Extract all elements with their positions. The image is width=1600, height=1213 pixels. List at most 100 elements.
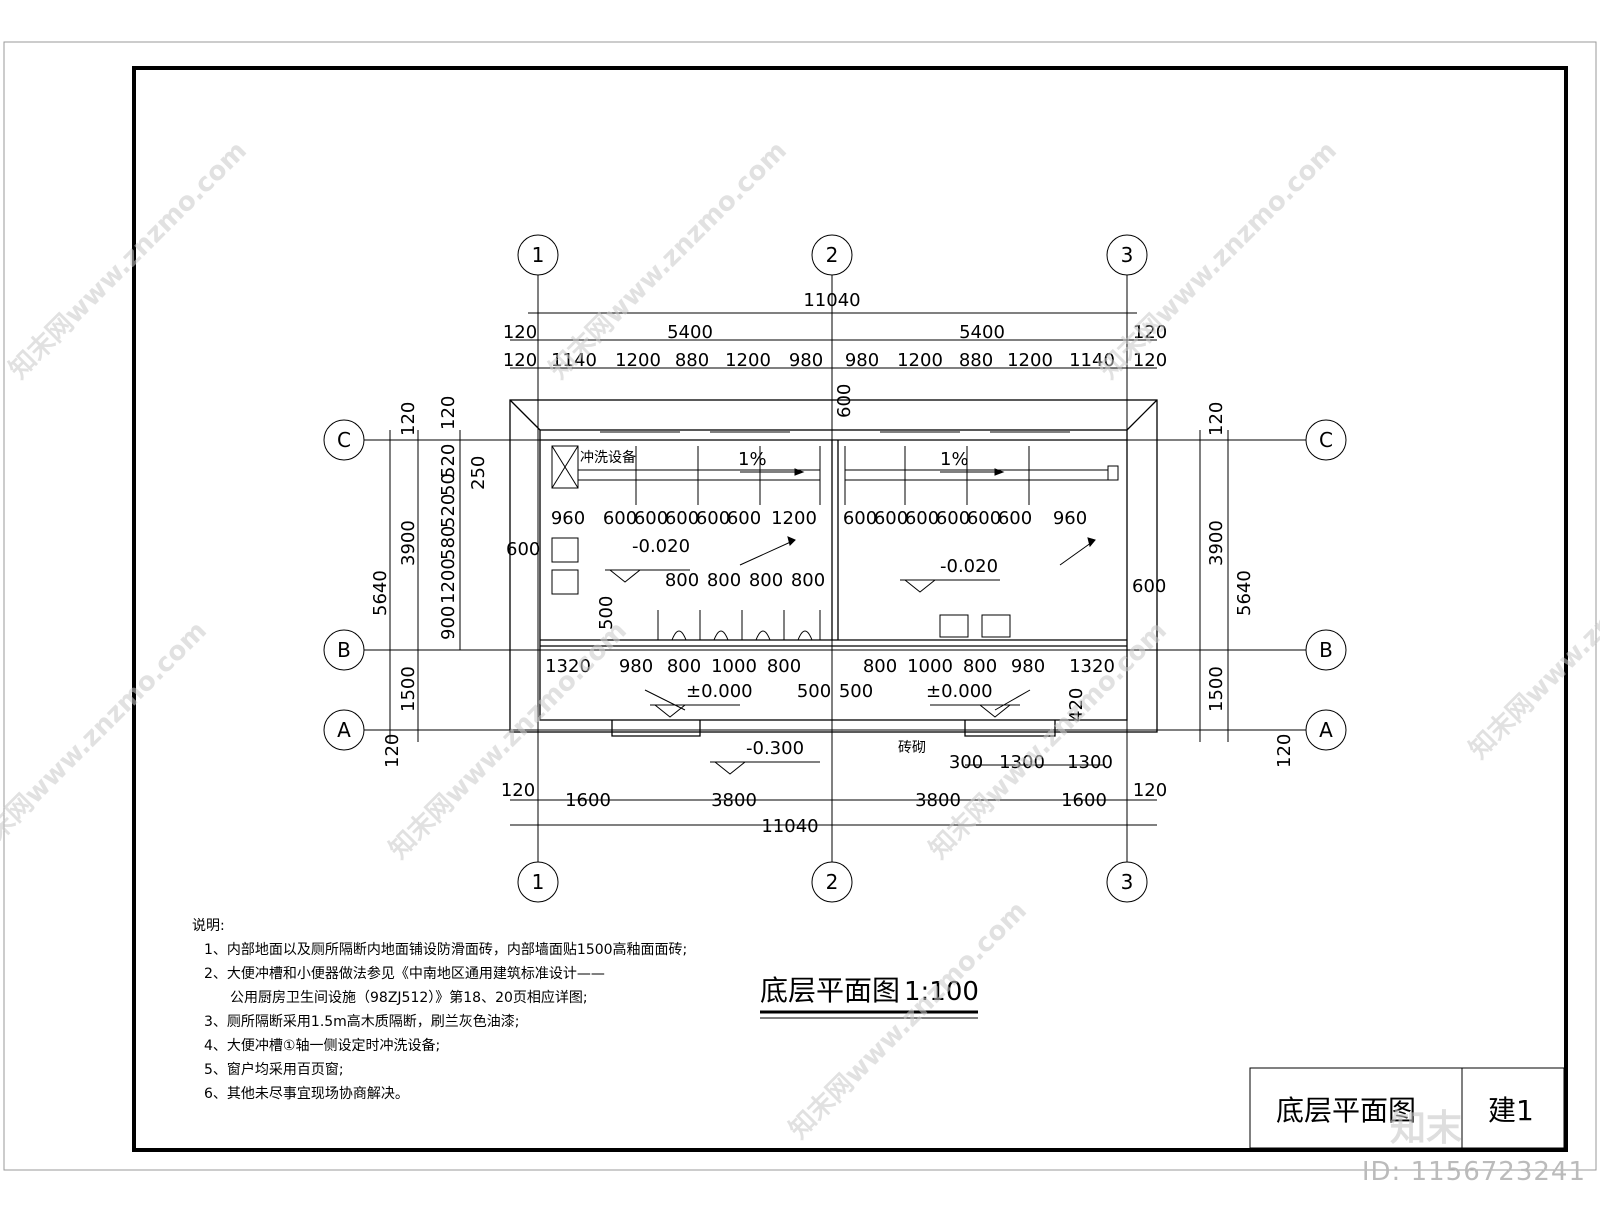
dim-left-inner: 900 [438, 606, 459, 640]
brick-label: 砖砌 [898, 740, 926, 756]
dim-left-overall: 5640 [370, 570, 391, 616]
stall-dim: 600 [998, 508, 1032, 529]
sheet-border [3, 41, 1597, 1171]
dim-right-overall: 5640 [1234, 570, 1255, 616]
dim-row3-7: 1200 [897, 350, 943, 371]
watermark-text: 知末网www.znzmo.com [924, 616, 1173, 865]
design-notes: 说明: 1、内部地面以及厕所隔断内地面铺设防滑面砖，内部墙面贴1500高釉面面砖… [192, 918, 687, 1102]
watermark-text: 知末网www.znzmo.com [784, 896, 1033, 1145]
dim-bottom: 1600 [565, 790, 611, 811]
building-walls [509, 399, 1158, 737]
axis-bubble-c-right: C [1305, 419, 1347, 461]
svg-text:B: B [1319, 638, 1333, 662]
axis-bubble-b-right: B [1305, 629, 1347, 671]
dim-row3-1: 1140 [551, 350, 597, 371]
stall-dim: 600 [603, 508, 637, 529]
stall-dim: 600 [967, 508, 1001, 529]
svg-text:A: A [1319, 718, 1333, 742]
dim-row3-10: 1140 [1069, 350, 1115, 371]
level-room-right: -0.020 [940, 556, 998, 577]
dim-left-bottom-120: 120 [382, 734, 403, 768]
dim-row3-2: 1200 [615, 350, 661, 371]
stall-dim: 600 [874, 508, 908, 529]
dim-bottom: 3800 [915, 790, 961, 811]
dim-row3-3: 880 [675, 350, 709, 371]
note-item: 公用厨房卫生间设施（98ZJ512）》第18、20页相应详图; [230, 989, 588, 1006]
image-id-label: ID: 1156723241 [1361, 1157, 1586, 1187]
dim-bottom-sub: 1300 [999, 752, 1045, 773]
flow-arrows [644, 536, 1096, 711]
dim-left-inner: 1200 [438, 558, 459, 604]
lower-dim: 1320 [1069, 656, 1115, 677]
slope-left: 1% [738, 449, 767, 470]
svg-text:3: 3 [1121, 870, 1134, 894]
svg-text:2: 2 [826, 870, 839, 894]
note-item: 4、大便冲槽①轴一侧设定时冲洗设备; [204, 1037, 440, 1054]
axis-bubble-1-bottom: 1 [517, 861, 559, 903]
dim-left-top-120: 120 [398, 402, 419, 436]
dim-right-top-120: 120 [1206, 402, 1227, 436]
watermark-text: 知末网www.znzmo.com [1464, 516, 1600, 765]
axis-bubble-b-left: B [323, 629, 365, 671]
lower-dim: 980 [1011, 656, 1045, 677]
axis-bubble-1-top: 1 [517, 234, 559, 276]
axis-bubble-c-left: C [323, 419, 365, 461]
axis-bubble-a-right: A [1305, 709, 1347, 751]
level-entry-right: ±0.000 [926, 681, 993, 702]
urinal-dim: 800 [749, 570, 783, 591]
stall-dim: 600 [843, 508, 877, 529]
title-block: 底层平面图 建1 [1249, 1067, 1565, 1149]
dim-bottom: 120 [501, 780, 535, 801]
watermark-text: 知末网www.znzmo.com [0, 616, 213, 865]
svg-text:1: 1 [532, 870, 545, 894]
mid-dim-left: 500 [797, 681, 831, 702]
dim-bottom-sub: 1300 [1067, 752, 1113, 773]
note-item: 3、厕所隔断采用1.5m高木质隔断，刷兰灰色油漆; [204, 1013, 520, 1030]
level-entry-left: ±0.000 [686, 681, 753, 702]
stall-dim: 1200 [771, 508, 817, 529]
svg-text:1: 1 [532, 243, 545, 267]
dim-row3-4: 1200 [725, 350, 771, 371]
urinal-depth: 500 [596, 596, 617, 630]
slope-right: 1% [940, 449, 969, 470]
dim-left-lower: 1500 [398, 666, 419, 712]
watermark-text: 知末网www.znzmo.com [4, 136, 253, 385]
urinal-dim: 800 [665, 570, 699, 591]
svg-text:C: C [1319, 428, 1333, 452]
dim-left-inner: 250 [468, 456, 489, 490]
title-block-name: 底层平面图 [1276, 1094, 1416, 1127]
drawing-scale: 1:100 [904, 977, 979, 1007]
note-item: 1、内部地面以及厕所隔断内地面铺设防滑面砖，内部墙面贴1500高釉面面砖; [204, 941, 687, 958]
note-item: 2、大便冲槽和小便器做法参见《中南地区通用建筑标准设计—— [204, 965, 605, 982]
svg-text:2: 2 [826, 243, 839, 267]
dim-overall-top: 11040 [803, 290, 860, 311]
dim-top-120-right: 120 [1133, 322, 1167, 343]
lower-dim: 800 [963, 656, 997, 677]
level-outside: -0.300 [746, 738, 804, 759]
dim-bottom: 1600 [1061, 790, 1107, 811]
svg-text:A: A [337, 718, 351, 742]
drawing-title-text: 底层平面图 [760, 974, 900, 1007]
dim-right-lower: 1500 [1206, 666, 1227, 712]
dimension-lines [389, 312, 1229, 826]
dim-left-inner: 580 [438, 526, 459, 560]
dim-bottom: 3800 [711, 790, 757, 811]
dim-left-inner: 50 [438, 473, 459, 496]
axis-bubble-3-top: 3 [1106, 234, 1148, 276]
lower-dim: 1000 [907, 656, 953, 677]
watermark-text: 知末网www.znzmo.com [384, 616, 633, 865]
dim-left-inner: 520 [438, 494, 459, 528]
mid-dim-right: 500 [839, 681, 873, 702]
dim-row3-9: 1200 [1007, 350, 1053, 371]
axis-bubble-2-top: 2 [811, 234, 853, 276]
level-room-left: -0.020 [632, 536, 690, 557]
axis-bubble-3-bottom: 3 [1106, 861, 1148, 903]
dim-left-inner: 120 [438, 396, 459, 430]
stall-dim: 600 [727, 508, 761, 529]
dim-right-bottom-120: 120 [1274, 734, 1295, 768]
watermark-logo: 知末 [1390, 1108, 1462, 1149]
dim-row3-0: 120 [503, 350, 537, 371]
dim-bottom: 120 [1133, 780, 1167, 801]
note-item: 5、窗户均采用百页窗; [204, 1061, 344, 1078]
